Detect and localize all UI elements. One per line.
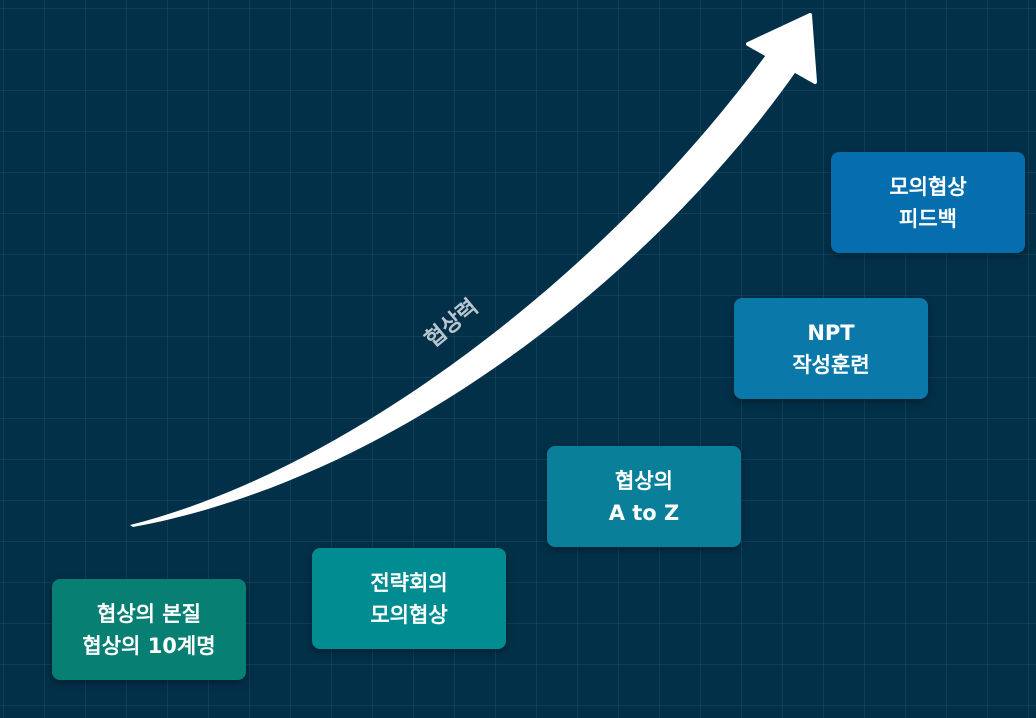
step-box-1: 협상의 본질 협상의 10계명	[52, 579, 246, 680]
arrow-head	[746, 13, 817, 84]
step-line2: 협상의 10계명	[82, 633, 216, 658]
step-line1: 협상의	[615, 468, 673, 493]
step-box-3: 협상의 A to Z	[547, 446, 741, 547]
step-line1: 협상의 본질	[97, 601, 201, 626]
step-line2: 작성훈련	[792, 352, 870, 377]
step-line2: 피드백	[899, 206, 957, 231]
step-line2: A to Z	[608, 500, 680, 525]
step-line1: 모의협상	[889, 174, 967, 199]
step-line2: 모의협상	[370, 602, 448, 627]
step-box-4: NPT 작성훈련	[734, 298, 928, 399]
step-box-5: 모의협상 피드백	[831, 152, 1025, 253]
step-box-2: 전략회의 모의협상	[312, 548, 506, 649]
step-line1: NPT	[807, 320, 855, 345]
step-line1: 전략회의	[370, 570, 448, 595]
